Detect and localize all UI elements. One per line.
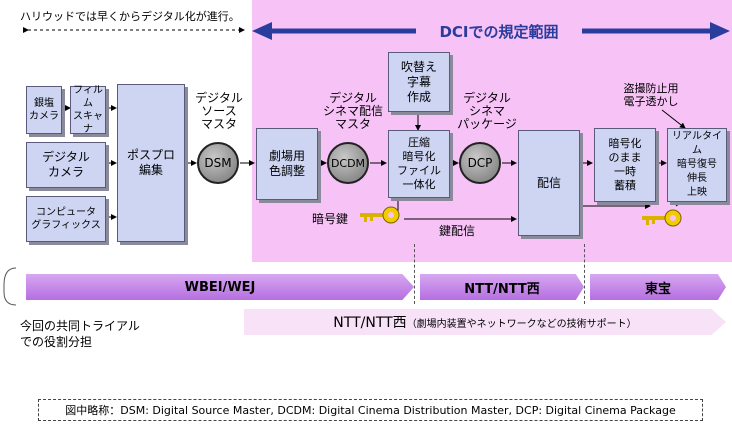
key-delivery-label: 鍵配信 [438,224,475,238]
playback-box: リアルタイム 暗号復号 伸長 上映 [667,128,727,202]
separator-1 [414,244,415,304]
film-scanner-box: フィルム スキャナ [70,85,106,135]
role-band-wbei: WBEI/WEJ [26,274,414,300]
arrow-watermark-playback [661,109,686,129]
color-grading-box: 劇場用 色調整 [256,128,318,200]
hollywood-note: ハリウッドでは早くからデジタル化が進行。 [20,10,240,23]
dcdm-disk: DCDM [327,142,369,184]
role-band-ntt-short: NTT/NTT西 [420,274,584,300]
digital-camera-box: デジタル カメラ [26,142,106,188]
dcp-label: デジタル シネマ パッケージ [457,91,517,131]
role-toho-label: 東宝 [644,281,671,297]
encrypted-store-box: 暗号化 のまま 一時 蓄積 [594,128,656,202]
film-camera-box: 銀塩 カメラ [26,86,62,134]
role-ntt-long-sub: （劇場内装置やネットワークなどの技術サポート） [406,318,637,330]
dubbing-subtitle-box: 吹替え 字幕 作成 [388,52,450,112]
dsm-label: デジタル ソース マスタ [195,91,243,131]
separator-2 [584,244,585,304]
abbreviation-legend: 図中略称：DSM: Digital Source Master, DCDM: D… [38,399,703,421]
role-bracket [3,267,17,306]
role-caption: 今回の共同トライアル での役割分担 [20,319,140,349]
role-wbei-label: WBEI/WEJ [184,279,256,295]
computer-graphics-box: コンピュータ グラフィックス [26,196,106,242]
crypto-key-label: 暗号鍵 [312,212,349,226]
watermark-label: 盗撮防止用 電子透かし [623,82,679,108]
playback-key-icon [642,209,682,227]
role-ntt-long-main: NTT/NTT西 [333,315,407,331]
compress-encrypt-box: 圧縮 暗号化 ファイル 一体化 [388,130,450,198]
dcp-disk: DCP [459,142,501,184]
dsm-disk: DSM [197,142,239,184]
dcdm-label: デジタル シネマ配信 マスタ [322,91,383,131]
role-band-toho: 東宝 [590,274,726,300]
dci-scope-title: DCIでの規定範囲 [416,20,582,42]
postpro-box: ポスプロ 編集 [117,84,185,242]
distribution-box: 配信 [518,130,580,236]
role-ntt-short-label: NTT/NTT西 [464,281,540,297]
role-band-ntt-long: NTT/NTT西 （劇場内装置やネットワークなどの技術サポート） [244,309,726,335]
crypto-key-icon [360,206,400,224]
